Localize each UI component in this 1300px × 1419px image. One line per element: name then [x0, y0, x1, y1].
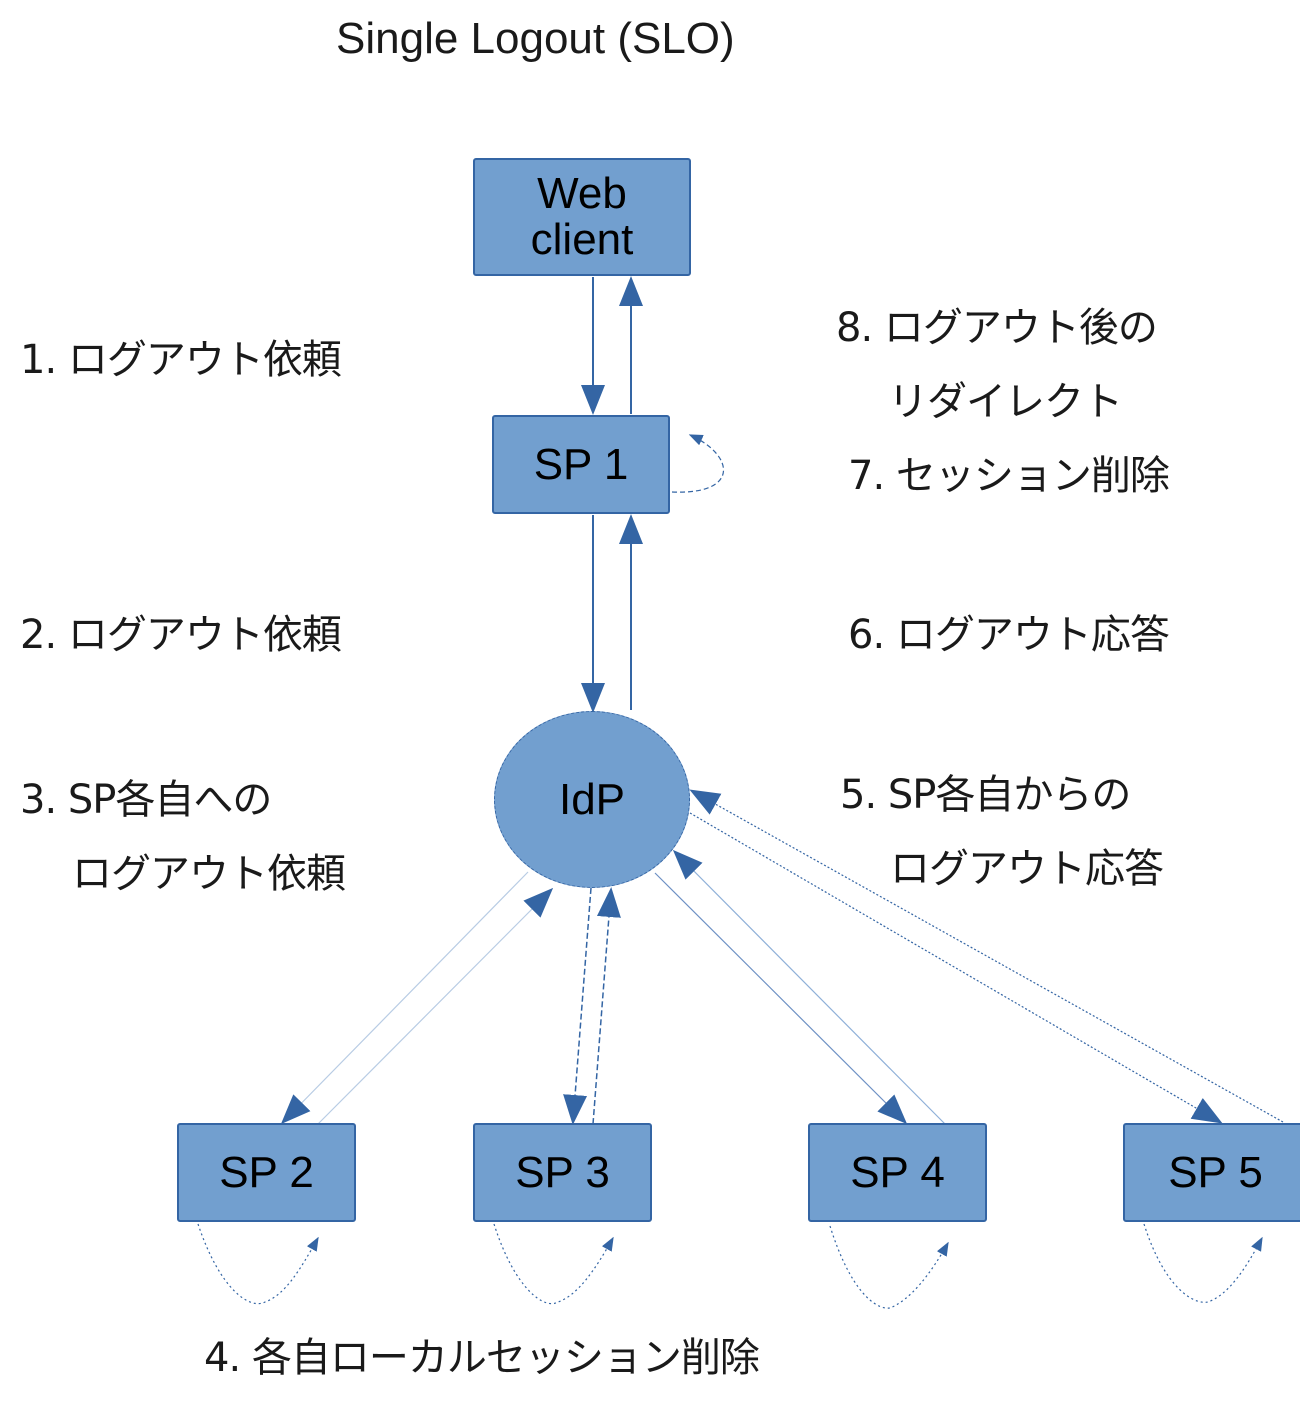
arrow-idp-to-sp2 [280, 871, 529, 1125]
sp4-label: SP 4 [850, 1147, 945, 1197]
step6-label: 6. ログアウト応答 [848, 612, 1170, 658]
sp5-label: SP 5 [1168, 1147, 1263, 1197]
step7-label: 7. セッション削除 [848, 453, 1170, 499]
sp3-label: SP 3 [515, 1147, 610, 1197]
step2-label: 2. ログアウト依頼 [20, 612, 342, 658]
step8-label-line2: リダイレクト [888, 379, 1123, 425]
arrow-idp-to-sp3 [563, 887, 592, 1125]
arrow-sp1-self-loop [671, 434, 725, 493]
sp4-node: SP 4 [808, 1123, 987, 1222]
step4-label: 4. 各自ローカルセッション削除 [204, 1335, 760, 1381]
arrow-sp3-self-loop [493, 1223, 614, 1305]
step5-label-line2: ログアウト応答 [890, 846, 1164, 892]
arrow-sp2-self-loop [197, 1223, 319, 1305]
arrow-sp4-self-loop [829, 1225, 949, 1309]
sp2-node: SP 2 [177, 1123, 356, 1222]
arrow-sp2-to-idp [317, 887, 554, 1125]
idp-node: IdP [494, 711, 690, 888]
arrow-sp5-to-idp [689, 789, 1284, 1123]
sp1-label: SP 1 [533, 439, 629, 489]
diagram-title: Single Logout (SLO) [336, 14, 735, 63]
idp-label: IdP [558, 774, 626, 824]
sp5-node: SP 5 [1123, 1123, 1300, 1222]
sp2-label: SP 2 [219, 1147, 314, 1197]
arrow-sp5-self-loop [1143, 1223, 1263, 1303]
web-client-node: Web client [473, 158, 691, 276]
step8-label-line1: 8. ログアウト後の [836, 305, 1158, 351]
sp3-node: SP 3 [473, 1123, 652, 1222]
arrow-sp3-to-idp [592, 887, 621, 1125]
web-client-label-line2: client [530, 215, 634, 264]
step3-label-line1: 3. SP各自への [20, 777, 272, 823]
step5-label-line1: 5. SP各自からの [840, 772, 1131, 818]
step1-label: 1. ログアウト依頼 [20, 337, 342, 383]
sp1-node: SP 1 [492, 415, 670, 514]
arrow-idp-to-sp4 [654, 872, 908, 1125]
web-client-label-line1: Web [537, 169, 627, 218]
arrow-sp4-to-idp [672, 849, 946, 1125]
step3-label-line2: ログアウト依頼 [72, 851, 346, 897]
